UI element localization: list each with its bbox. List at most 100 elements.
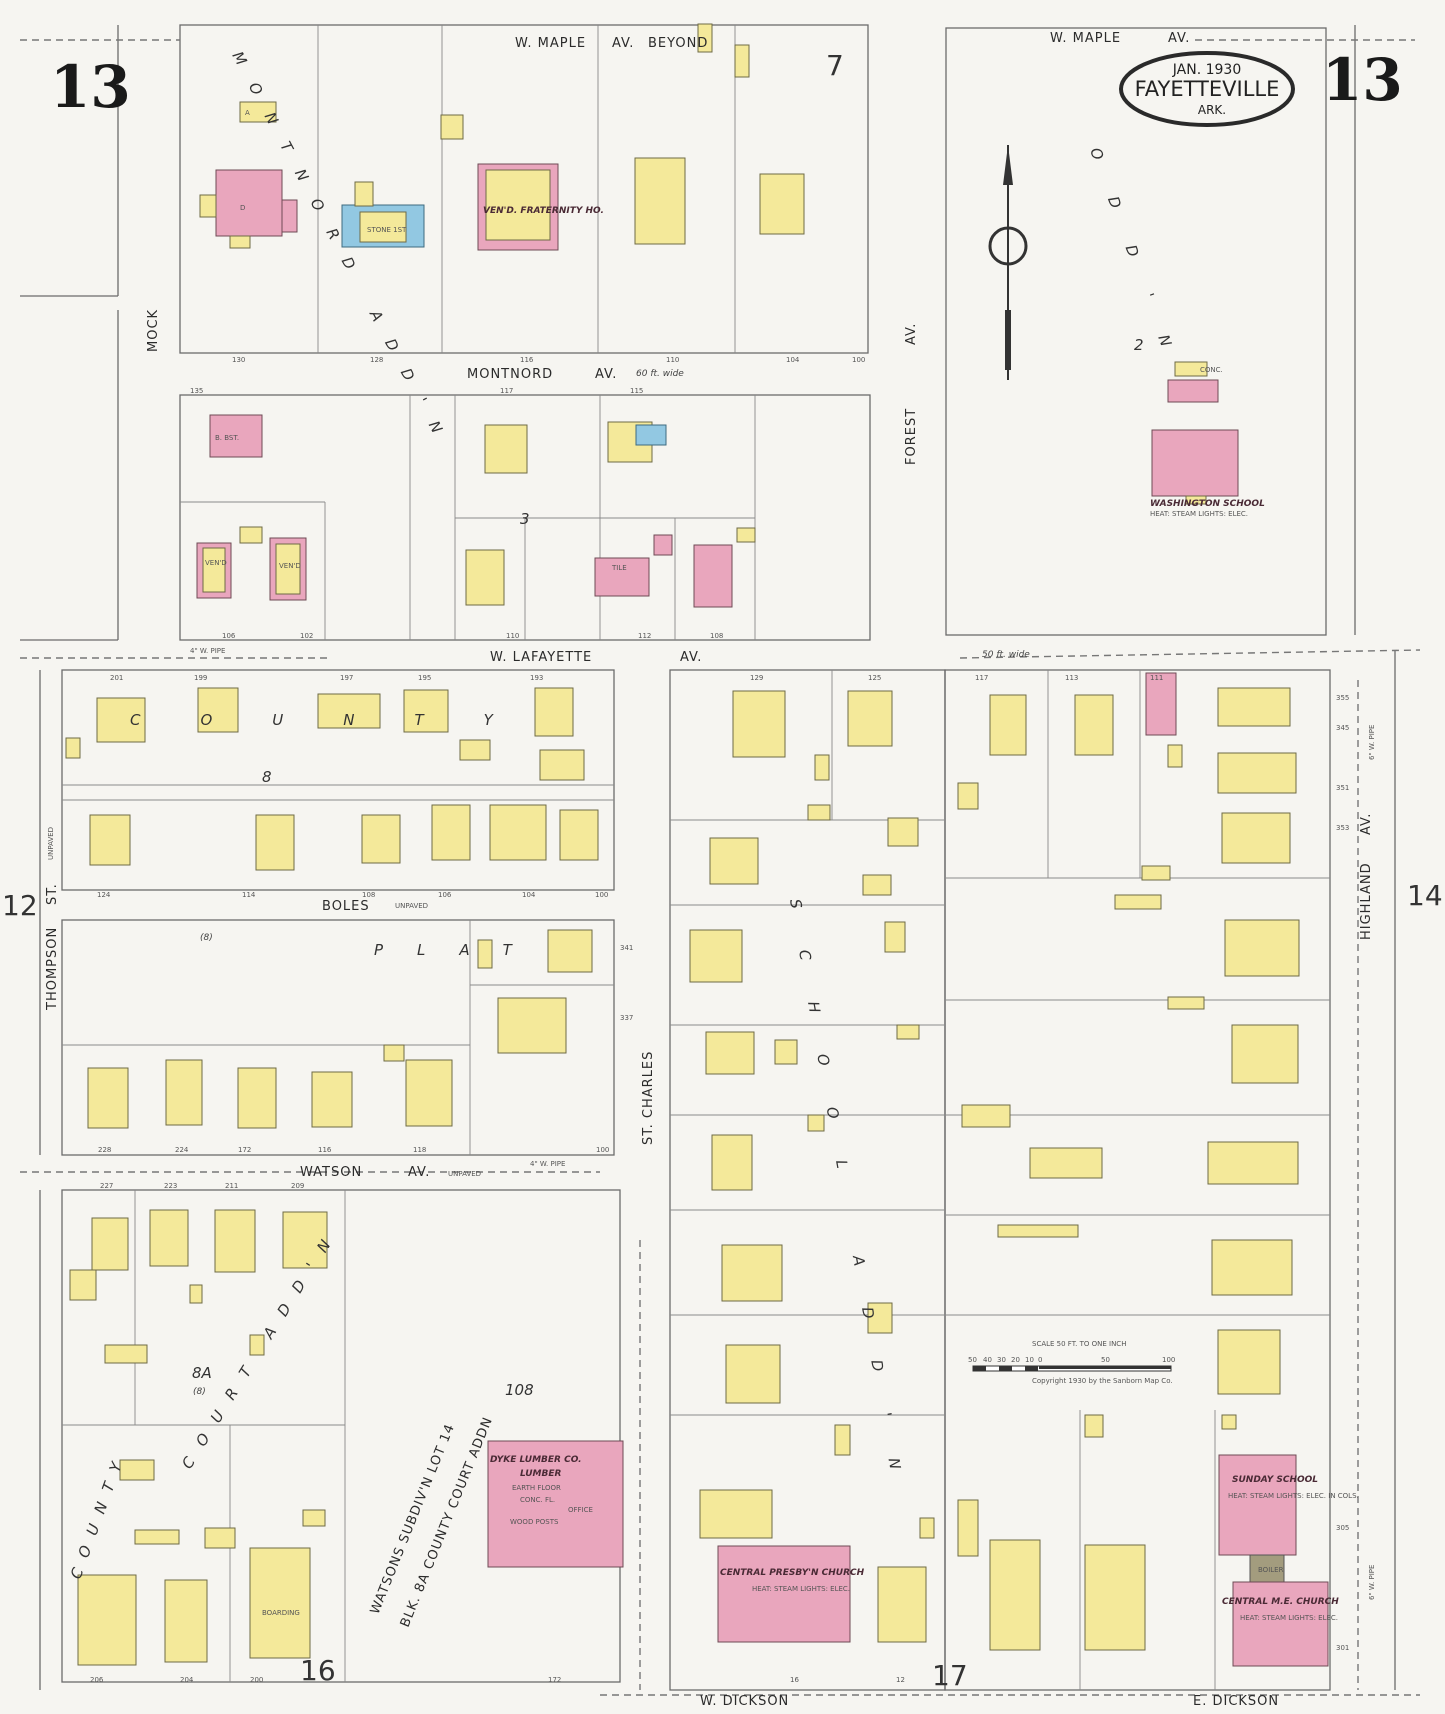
address-number: 16 (790, 1676, 799, 1684)
street-beyond: BEYOND (648, 36, 708, 51)
label-earth-floor: EARTH FLOOR (512, 1484, 561, 1492)
street-montnord: MONTNORD (467, 367, 553, 382)
street-w-maple-right: W. MAPLE (1050, 31, 1121, 46)
address-number: 117 (500, 387, 513, 395)
map-date: JAN. 1930 (1172, 62, 1241, 78)
address-number: 224 (175, 1146, 189, 1154)
address-number: 102 (300, 632, 313, 640)
address-number: 104 (786, 356, 800, 364)
scale-tick: 50 (968, 1356, 977, 1364)
label-conc: CONC. (1200, 366, 1223, 374)
scale-tick: 100 (1162, 1356, 1175, 1364)
address-number: 110 (666, 356, 679, 364)
scale-bar: SCALE 50 FT. TO ONE INCH 50 40 30 20 10 … (968, 1340, 1175, 1385)
address-number: 193 (530, 674, 543, 682)
label-me-note: HEAT: STEAM LIGHTS: ELEC. (1240, 1614, 1338, 1622)
pipe-label: 4" W. PIPE (530, 1160, 565, 1168)
address-number: 118 (413, 1146, 426, 1154)
street-st: ST. (45, 883, 60, 905)
scale-tick: 20 (1011, 1356, 1020, 1364)
label-veneer: VEN'D (205, 559, 227, 567)
address-number: 108 (710, 632, 723, 640)
street-forest: FOREST (904, 408, 919, 465)
address-number: 104 (522, 891, 536, 899)
street-av: AV. (680, 650, 702, 665)
scale-tick: 40 (983, 1356, 992, 1364)
street-note: UNPAVED (395, 902, 428, 910)
address-number: 200 (250, 1676, 263, 1684)
address-number: 129 (750, 674, 763, 682)
adjacent-sheet-south-left: 16 (300, 1654, 336, 1687)
label-boiler: BOILER (1258, 1566, 1284, 1574)
label-veneer: VEN'D (279, 562, 301, 570)
address-number: 301 (1336, 1644, 1349, 1652)
street-e-dickson: E. DICKSON (1193, 1694, 1279, 1709)
address-number: 115 (630, 387, 643, 395)
block-number: (8) (193, 1387, 206, 1397)
address-number: 353 (1336, 824, 1349, 832)
street-av: AV. (1359, 813, 1374, 835)
label-wood-posts: WOOD POSTS (510, 1518, 559, 1526)
address-number: 116 (318, 1146, 332, 1154)
street-thompson: THOMPSON (45, 927, 60, 1011)
label-lumber: LUMBER (520, 1469, 562, 1479)
address-number: 117 (975, 674, 988, 682)
label-dwelling: D (240, 204, 245, 212)
address-number: 100 (595, 891, 608, 899)
address-number: 124 (97, 891, 111, 899)
buildings (65, 23, 1329, 1667)
block-number: (8) (200, 933, 213, 943)
map-state: ARK. (1198, 103, 1226, 117)
sheet-number-right: 13 (1322, 46, 1403, 114)
street-note: UNPAVED (47, 827, 55, 860)
label-dyke-lumber: DYKE LUMBER CO. (490, 1455, 582, 1465)
building-labels: VEN'D. FRATERNITY HO. STONE 1ST VEN'D VE… (205, 109, 1359, 1622)
address-number: 100 (852, 356, 865, 364)
label-fraternity-house: VEN'D. FRATERNITY HO. (483, 206, 604, 216)
label-boarding: BOARDING (262, 1609, 300, 1617)
address-number: 197 (340, 674, 353, 682)
address-number: 12 (896, 1676, 905, 1684)
north-arrow-icon (988, 145, 1028, 380)
water-pipes (20, 39, 1421, 1696)
address-number: 172 (238, 1146, 251, 1154)
label-washington-school: WASHINGTON SCHOOL (1150, 499, 1265, 509)
street-boles: BOLES (322, 899, 370, 914)
address-number: 106 (438, 891, 452, 899)
label-sunday-note: HEAT: STEAM LIGHTS: ELEC. IN COLS. (1228, 1492, 1359, 1500)
street-av: AV. (904, 323, 919, 345)
address-number: 223 (164, 1182, 177, 1190)
address-number: 111 (1150, 674, 1163, 682)
adjacent-sheet-south-right: 17 (932, 1659, 968, 1692)
scale-tick: 30 (997, 1356, 1006, 1364)
address-number: 345 (1336, 724, 1349, 732)
label-basement: B. BST. (215, 434, 239, 442)
address-number: 201 (110, 674, 123, 682)
label-stone: STONE 1ST (367, 226, 407, 234)
address-number: 108 (362, 891, 375, 899)
address-number: 110 (506, 632, 519, 640)
addition-plat: PLAT (374, 941, 546, 959)
block-number: 3 (520, 510, 530, 528)
address-number: 114 (242, 891, 256, 899)
address-number: 106 (222, 632, 236, 640)
address-number: 209 (291, 1182, 304, 1190)
scale-tick: 50 (1101, 1356, 1110, 1364)
addition-county: COUNTY (130, 711, 553, 729)
adjacent-sheet-east: 14 (1407, 879, 1443, 912)
address-number: 199 (194, 674, 207, 682)
street-labels: W. MAPLE AV. BEYOND W. MAPLE AV. MONTNOR… (45, 31, 1376, 1709)
label-auto: A (245, 109, 250, 117)
copyright: Copyright 1930 by the Sanborn Map Co. (1032, 1377, 1173, 1385)
label-school-note: HEAT: STEAM LIGHTS: ELEC. (1150, 510, 1248, 518)
scale-title: SCALE 50 FT. TO ONE INCH (1032, 1340, 1126, 1348)
title-cartouche: JAN. 1930 FAYETTEVILLE ARK. (1119, 51, 1295, 127)
street-av: AV. (408, 1165, 430, 1180)
scale-tick: 10 (1025, 1356, 1034, 1364)
address-number: 113 (1065, 674, 1078, 682)
scale-tick: 0 (1038, 1356, 1042, 1364)
address-number: 195 (418, 674, 431, 682)
street-w-dickson: W. DICKSON (700, 1694, 789, 1709)
